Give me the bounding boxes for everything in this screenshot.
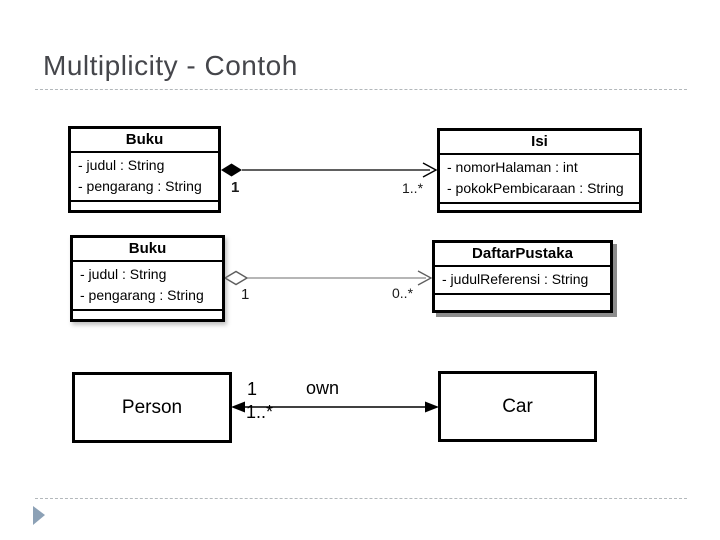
class-attribute: - judulReferensi : String	[442, 271, 589, 287]
class-name: Buku	[71, 129, 218, 153]
class-box-daftarpustaka: DaftarPustaka - judulReferensi : String	[432, 240, 613, 313]
right-arrowhead-icon	[425, 401, 439, 413]
class-attributes: - judulReferensi : String	[435, 267, 610, 295]
class-name: DaftarPustaka	[435, 243, 610, 267]
filled-diamond-icon	[221, 163, 242, 177]
class-attribute: - judul : String	[80, 266, 167, 282]
left-arrowhead-icon	[231, 401, 245, 413]
class-box-buku-composition: Buku - judul : String - pengarang : Stri…	[68, 126, 221, 213]
box-person: Person	[72, 372, 232, 443]
composition-link	[221, 162, 438, 178]
class-name: Isi	[440, 131, 639, 155]
class-attributes: - nomorHalaman : int - pokokPembicaraan …	[440, 155, 639, 204]
class-name: Buku	[73, 238, 222, 262]
title-divider	[35, 89, 687, 90]
play-triangle-icon	[33, 506, 45, 525]
multiplicity-label-left: 1	[231, 179, 240, 196]
class-box-isi: Isi - nomorHalaman : int - pokokPembicar…	[437, 128, 642, 213]
class-box-buku-aggregation: Buku - judul : String - pengarang : Stri…	[70, 235, 225, 322]
association-name-label: own	[306, 378, 340, 398]
multiplicity-label-upper: 1	[247, 379, 258, 399]
multiplicity-label-left: 1	[241, 286, 250, 303]
class-operations-empty	[71, 202, 218, 210]
class-attributes: - judul : String - pengarang : String	[71, 153, 218, 202]
multiplicity-label-lower: 1..*	[246, 402, 274, 422]
class-attribute: - pengarang : String	[80, 287, 204, 303]
footer-divider	[35, 498, 687, 499]
class-operations-empty	[440, 204, 639, 210]
open-arrowhead-icon	[417, 270, 433, 286]
multiplicity-label-right: 1..*	[402, 180, 424, 196]
class-operations-empty	[435, 295, 610, 310]
box-label: Car	[502, 395, 533, 417]
box-label: Person	[121, 396, 183, 418]
page-title: Multiplicity - Contoh	[43, 50, 298, 81]
open-arrowhead-icon	[422, 162, 438, 178]
class-attribute: - judul : String	[78, 157, 165, 173]
class-attribute: - pokokPembicaraan : String	[447, 180, 624, 196]
aggregation-link	[223, 270, 433, 286]
class-attribute: - nomorHalaman : int	[447, 159, 578, 175]
multiplicity-label-right: 0..*	[392, 285, 414, 301]
box-car: Car	[438, 371, 597, 442]
class-operations-empty	[73, 311, 222, 319]
hollow-diamond-icon	[223, 270, 249, 286]
class-attributes: - judul : String - pengarang : String	[73, 262, 222, 311]
class-attribute: - pengarang : String	[78, 178, 202, 194]
